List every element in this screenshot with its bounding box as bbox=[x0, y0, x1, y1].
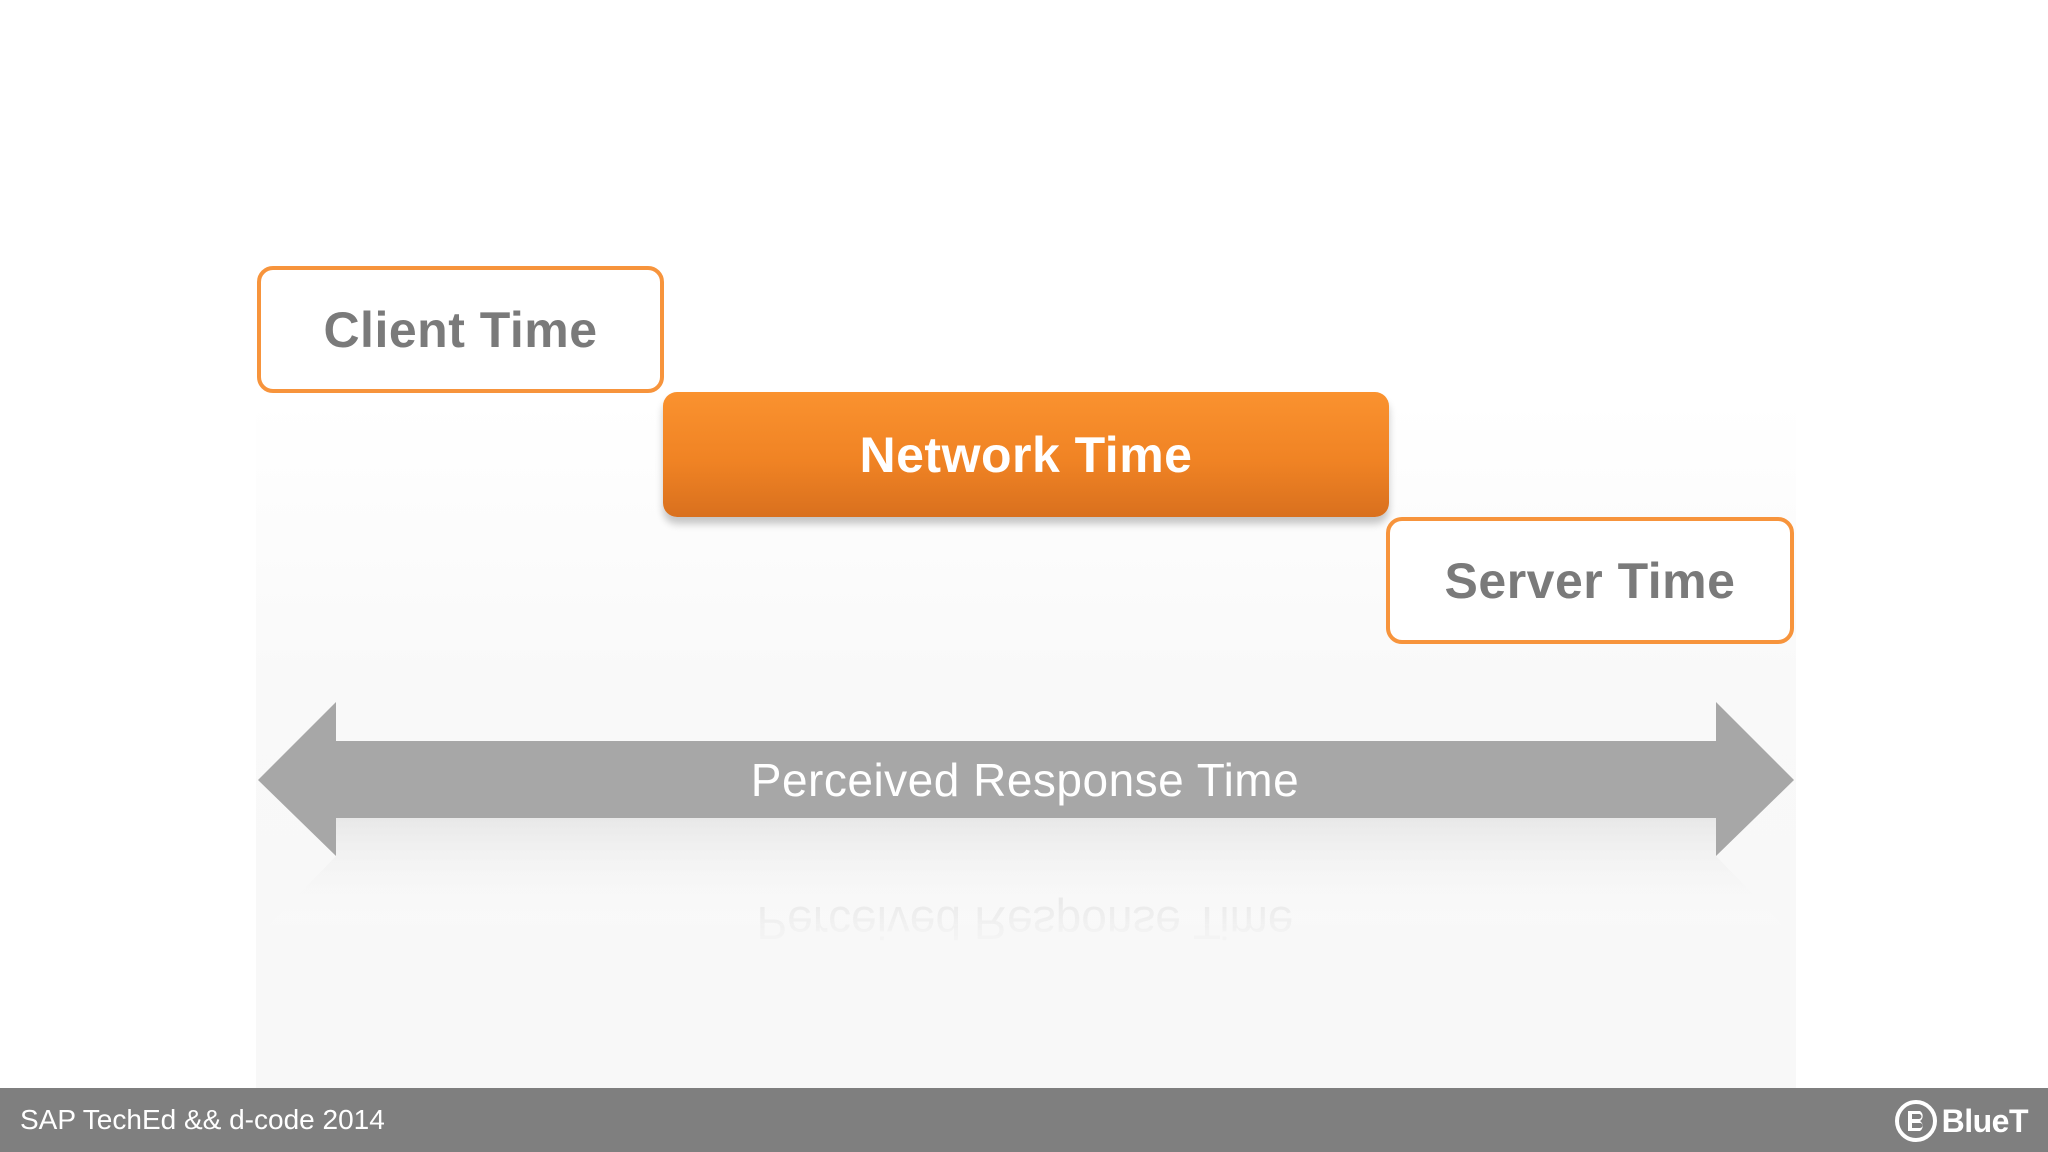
network-time-label: Network Time bbox=[859, 426, 1193, 483]
bluet-logo-icon bbox=[1894, 1100, 1937, 1142]
server-time-box: Server Time bbox=[1386, 517, 1794, 644]
network-time-box: Network Time bbox=[663, 392, 1389, 517]
slide: Client Time Network Time Server Time Per… bbox=[256, 266, 1796, 1088]
double-arrow-shape bbox=[258, 702, 1794, 856]
footer-bar: SAP TechEd && d-code 2014 BlueT bbox=[0, 1088, 2048, 1152]
arrow-label: Perceived Response Time bbox=[750, 754, 1300, 806]
client-time-label: Client Time bbox=[323, 301, 598, 358]
event-name: SAP TechEd && d-code 2014 bbox=[20, 1104, 385, 1135]
arrow-label-reflection: Perceived Response Time bbox=[756, 897, 1294, 949]
double-arrow-reflection-shape bbox=[258, 818, 1794, 936]
bluet-logo: BlueT bbox=[1894, 1098, 2029, 1144]
double-arrow bbox=[258, 702, 1794, 936]
bluet-logo-text: BlueT bbox=[1941, 1102, 2029, 1139]
server-time-label: Server Time bbox=[1444, 552, 1736, 609]
client-time-box: Client Time bbox=[257, 266, 664, 393]
